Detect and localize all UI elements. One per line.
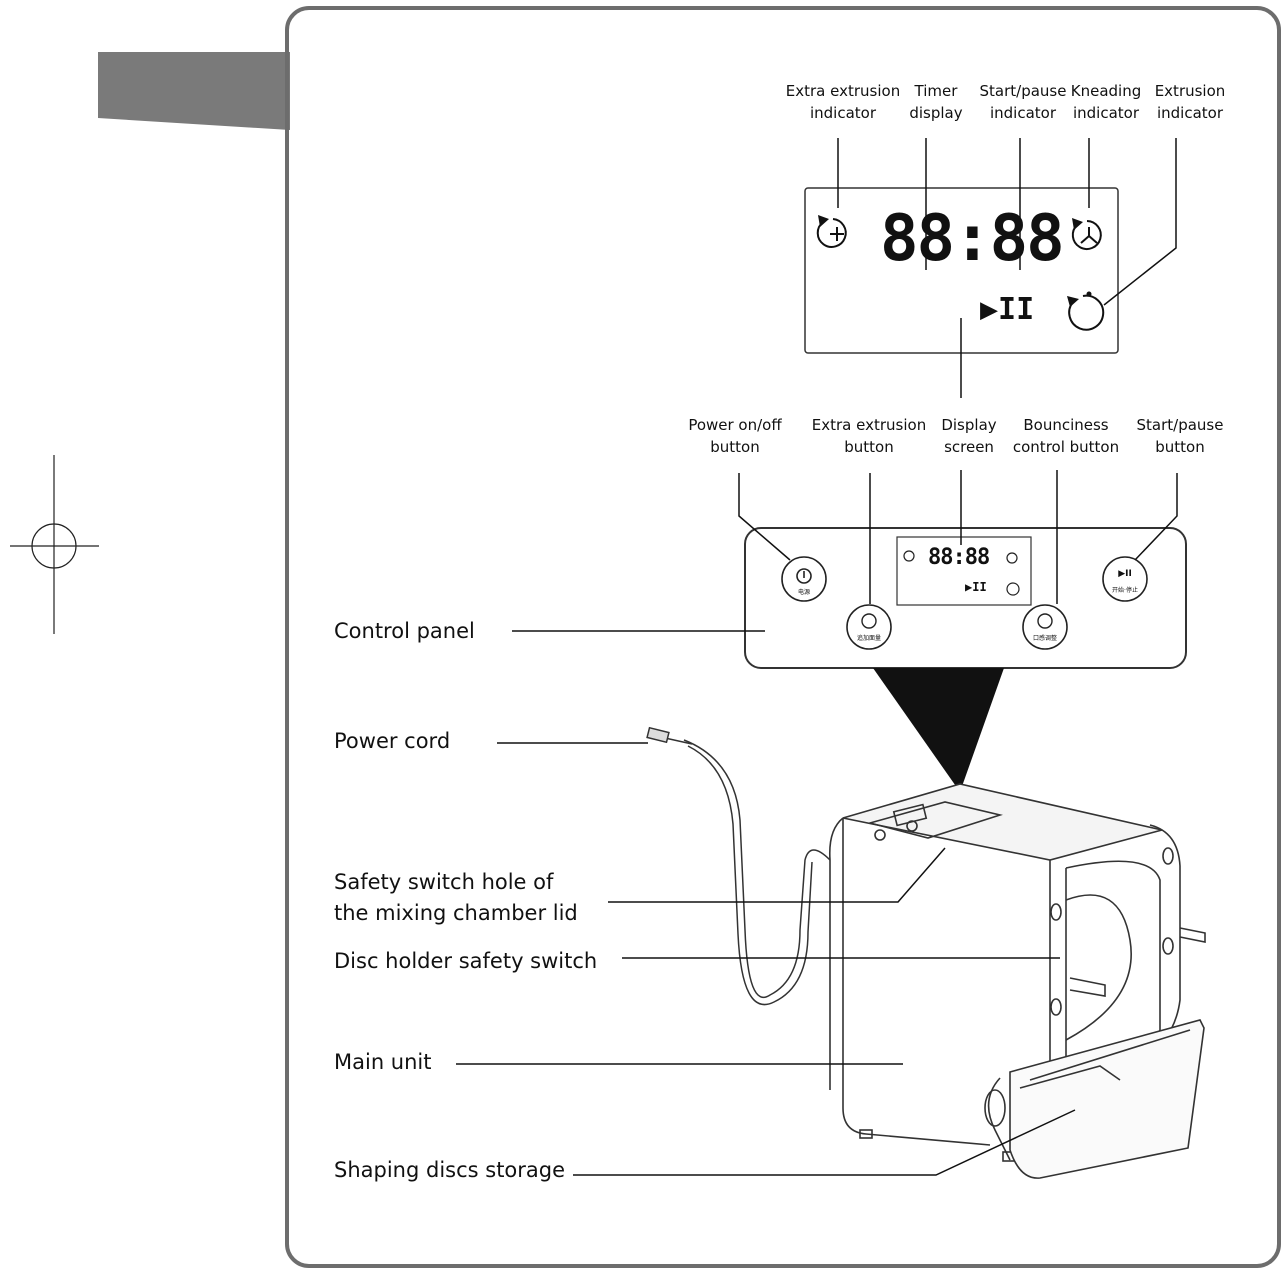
panel-display-screen — [896, 536, 1032, 606]
label-safety-switch-hole: Safety switch hole of the mixing chamber… — [334, 870, 578, 925]
leader-lines — [456, 138, 1178, 1176]
extra-extrusion-button-shape — [846, 604, 892, 650]
start-pause-indicator-symbol: ▶II — [980, 292, 1035, 327]
label-control-panel: Control panel — [334, 619, 475, 643]
mini-extra-icon — [903, 550, 915, 562]
timer-display-digits: 88:88 — [880, 202, 1065, 276]
start-pause-button-symbol: ▶II — [1118, 569, 1132, 579]
content-frame — [285, 6, 1281, 1268]
control-panel — [744, 527, 1187, 669]
kneading-indicator-icon — [1071, 218, 1102, 250]
mini-extrude-icon — [1006, 582, 1020, 596]
extra-extrusion-button-caption: 追加面量 — [856, 635, 881, 642]
power-button-caption: 电源 — [797, 589, 810, 596]
panel-play-pause-symbol: ▶II — [965, 580, 987, 594]
label-main-unit: Main unit — [334, 1050, 432, 1074]
power-cord-drawing — [646, 726, 831, 1006]
extra-extrusion-indicator-icon — [816, 215, 847, 248]
start-pause-button-caption: 开始·停止 — [1112, 587, 1138, 594]
zoom-pointer — [873, 668, 1004, 792]
shaping-discs-tray — [984, 1019, 1205, 1179]
bounciness-button-shape — [1022, 604, 1068, 650]
mini-knead-icon — [1006, 552, 1018, 564]
label-shaping-discs-storage: Shaping discs storage — [334, 1158, 566, 1182]
label-disc-holder-safety-switch: Disc holder safety switch — [334, 949, 598, 973]
extrusion-indicator-icon — [1067, 291, 1105, 331]
label-power-cord: Power cord — [334, 729, 451, 753]
registration-mark — [10, 455, 99, 634]
panel-timer-digits: 88:88 — [928, 545, 990, 570]
power-button-shape — [781, 556, 827, 602]
bounciness-button-caption: 口感调整 — [1032, 635, 1057, 642]
start-pause-button-shape — [1102, 556, 1148, 602]
section-tab — [98, 52, 290, 130]
